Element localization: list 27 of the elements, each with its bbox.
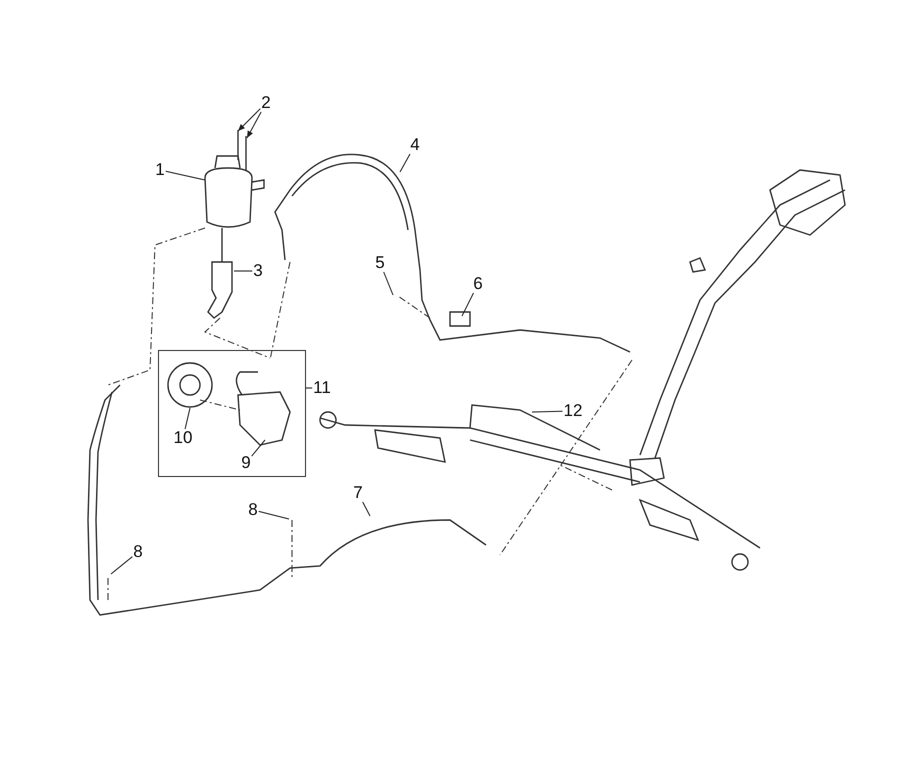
leader-line [462, 292, 474, 316]
callout-number: 6 [472, 275, 484, 293]
leader-line [165, 170, 206, 180]
callout-number: 11 [312, 379, 332, 397]
leader-arrow [246, 112, 262, 138]
leader-line [258, 510, 290, 520]
leader-line [383, 272, 394, 296]
callout-number: 8 [247, 501, 259, 519]
leader-line [532, 410, 563, 412]
leader-line [362, 502, 370, 516]
assembly-frame [158, 350, 306, 477]
callout-number: 2 [260, 94, 272, 112]
leader-arrow [238, 108, 261, 132]
leader-line [234, 270, 253, 272]
callout-number: 12 [562, 402, 584, 420]
callout-number: 9 [240, 454, 252, 472]
leader-line [400, 154, 410, 172]
leader-line [110, 556, 133, 574]
callout-number: 5 [374, 254, 386, 272]
leader-line [184, 408, 190, 430]
callout-number: 7 [352, 484, 364, 502]
leader-line [251, 440, 266, 457]
callout-number: 1 [154, 161, 166, 179]
callout-number: 3 [252, 262, 264, 280]
callout-number: 10 [172, 429, 194, 447]
callout-number: 8 [132, 543, 144, 561]
callout-number: 4 [409, 136, 421, 154]
